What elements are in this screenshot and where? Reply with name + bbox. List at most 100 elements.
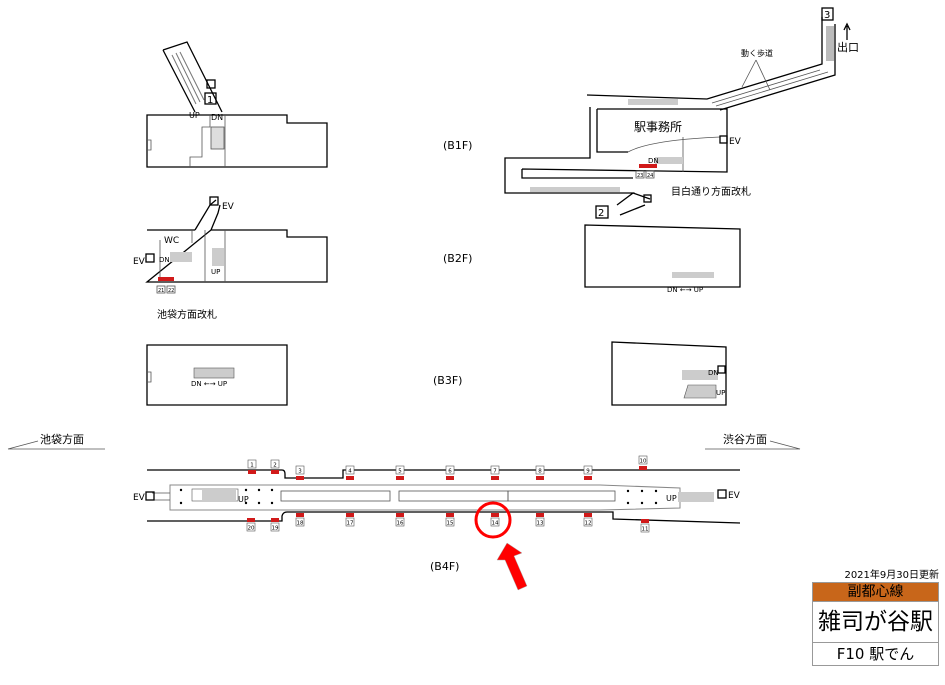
toward-ikebukuro-label: 池袋方面 (40, 432, 84, 446)
dn-label: DN (211, 113, 223, 122)
b2f-right-concourse: DN ←→ UP (584, 224, 741, 294)
door-marker (641, 519, 649, 523)
direction-arrow-left (7, 440, 105, 450)
station-code: F10 駅でん (812, 643, 939, 666)
door-number-box (295, 465, 305, 475)
door-marker (247, 518, 255, 522)
door-number-box (270, 522, 280, 532)
up-label: UP (666, 494, 677, 503)
door-number-box (640, 523, 650, 533)
door-marker (346, 476, 354, 480)
ev-label: EV (728, 491, 741, 501)
ev-label: EV (133, 493, 146, 503)
door-number-box (247, 459, 257, 469)
pillar (626, 501, 630, 505)
door-number-11: 11 (642, 527, 649, 533)
pillar (257, 488, 261, 492)
door-number-1: 1 (250, 463, 254, 469)
door-number-9: 9 (586, 469, 590, 475)
exit-2-label[interactable]: 2 (598, 208, 604, 219)
door-number-12: 12 (585, 521, 592, 527)
door-marker (396, 513, 404, 517)
door-number-box (583, 517, 593, 527)
pillar (626, 489, 630, 493)
door-number-box (490, 517, 500, 527)
pillar (179, 501, 183, 505)
exit-3-label[interactable]: 3 (824, 10, 830, 21)
highlight-circle (474, 501, 512, 539)
door-marker (271, 470, 279, 474)
door-number-4: 4 (348, 469, 352, 475)
door-marker (248, 470, 256, 474)
door-number-10: 10 (640, 459, 647, 465)
pillar (244, 488, 248, 492)
ev-label: EV (133, 257, 146, 267)
door-number-3: 3 (298, 469, 302, 475)
floor-label-b3f: (B3F) (433, 374, 462, 387)
door-marker (584, 476, 592, 480)
door-number-box (490, 465, 500, 475)
door-number-20: 20 (248, 526, 255, 532)
door-number-box (295, 517, 305, 527)
up-label: UP (238, 495, 249, 504)
b1f-right-concourse: 駅事務所 動く歩道 出口 3 2 EV DN 目白通り方面改札 23 24 (504, 7, 859, 219)
dn-up-label: DN ←→ UP (667, 286, 703, 294)
b2f-left-concourse: 21 22 EV EV WC DN UP 池袋方面改札 (133, 196, 328, 321)
pillar (640, 501, 644, 505)
door-number-15: 15 (447, 521, 454, 527)
door-number-7: 7 (493, 469, 497, 475)
door-number-17: 17 (347, 521, 354, 527)
door-marker (491, 513, 499, 517)
toward-shibuya-label: 渋谷方面 (723, 432, 767, 446)
line-name: 副都心線 (812, 582, 939, 602)
door-21: 21 (158, 288, 164, 294)
door-marker (446, 513, 454, 517)
door-number-box (395, 517, 405, 527)
dn-label: DN (708, 369, 719, 377)
door-marker (491, 476, 499, 480)
door-marker (296, 513, 304, 517)
door-marker (296, 476, 304, 480)
door-number-19: 19 (272, 526, 279, 532)
floor-label-b2f: (B2F) (443, 252, 472, 265)
highlight-arrow (496, 542, 528, 591)
door-marker (271, 518, 279, 522)
pillar (654, 501, 658, 505)
door-number-box (535, 465, 545, 475)
pillar (244, 501, 248, 505)
door-23: 23 (637, 173, 643, 179)
door-marker (584, 513, 592, 517)
mejiro-gate-label: 目白通り方面改札 (671, 185, 751, 198)
door-marker (536, 476, 544, 480)
station-info-panel: 2021年9月30日更新 副都心線 雑司が谷駅 F10 駅でん (812, 569, 939, 666)
moving-walkway-label: 動く歩道 (741, 48, 773, 58)
pillar (270, 488, 274, 492)
door-marker (396, 476, 404, 480)
door-number-box (395, 465, 405, 475)
door-number-box (246, 522, 256, 532)
pillar (640, 489, 644, 493)
station-office-label: 駅事務所 (634, 120, 682, 134)
exit-1-label[interactable]: 1 (207, 95, 213, 106)
door-number-box (583, 465, 593, 475)
pillar (179, 488, 183, 492)
up-label: UP (716, 389, 725, 397)
up-label: UP (211, 268, 220, 276)
door-number-box (535, 517, 545, 527)
door-number-8: 8 (538, 469, 542, 475)
door-number-6: 6 (448, 469, 452, 475)
ikebukuro-gate-label: 池袋方面改札 (157, 308, 217, 321)
door-marker (346, 513, 354, 517)
station-name: 雑司が谷駅 (812, 602, 939, 643)
pillar (270, 501, 274, 505)
door-number-13: 13 (537, 521, 544, 527)
direction-arrow-right (705, 440, 801, 450)
updated-date: 2021年9月30日更新 (844, 570, 939, 581)
floor-label-b1f: (B1F) (443, 139, 472, 152)
dn-label: DN (648, 157, 659, 165)
pillar (654, 489, 658, 493)
door-marker (536, 513, 544, 517)
door-number-16: 16 (397, 521, 404, 527)
